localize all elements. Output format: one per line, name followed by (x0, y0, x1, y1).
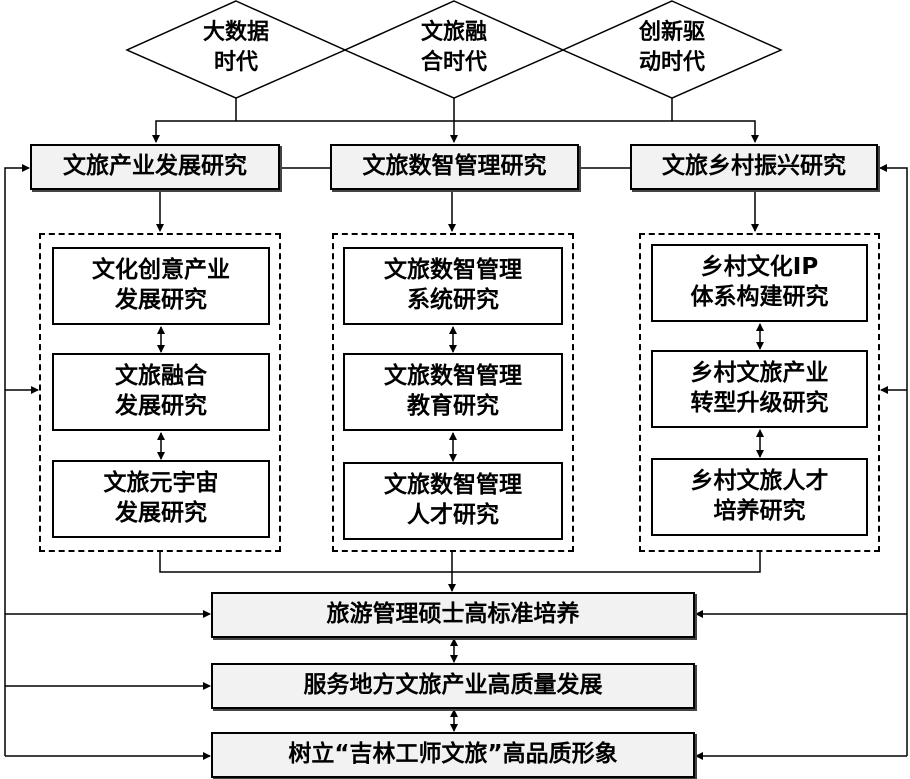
topic-line: 文旅元宇宙 (103, 470, 219, 497)
topic-line: 文旅数智管理 (384, 363, 522, 390)
diamond-line: 动时代 (638, 49, 705, 75)
topic-box: 文旅数智管理系统研究 (343, 247, 563, 325)
research-area-industry: 文旅产业发展研究 (30, 144, 280, 190)
topic-line: 人才研究 (407, 502, 499, 528)
topic-line: 转型升级研究 (690, 390, 829, 416)
topic-line: 发展研究 (115, 287, 207, 313)
diamond-line: 文旅融 (420, 20, 487, 45)
outcome-local-industry: 服务地方文旅产业高质量发展 (211, 663, 695, 709)
topic-line: 培养研究 (713, 498, 806, 524)
topic-line: 体系构建研究 (690, 284, 829, 310)
topic-line: 乡村文旅人才 (690, 468, 829, 495)
research-area-digital: 文旅数智管理研究 (330, 144, 579, 190)
topic-box: 乡村文旅产业转型升级研究 (651, 350, 868, 428)
diamond-era-culture-tourism: 文旅融合时代 (394, 18, 514, 77)
topic-line: 文旅数智管理 (384, 472, 522, 499)
topic-line: 文旅融合 (115, 363, 207, 390)
topic-box: 文旅元宇宙发展研究 (52, 460, 270, 538)
group-digital (332, 233, 574, 552)
topic-line: 发展研究 (115, 393, 207, 419)
topic-line: 乡村文旅产业 (690, 360, 829, 387)
diamond-line: 大数据 (202, 20, 269, 45)
group-rural (639, 233, 880, 552)
topic-box: 乡村文化IP 体系构建研究 (651, 244, 868, 322)
diamond-era-big-data: 大数据时代 (176, 18, 296, 77)
topic-box: 文旅融合发展研究 (52, 353, 270, 431)
topic-line: 文化创意产业 (92, 257, 230, 284)
topic-line: 发展研究 (115, 500, 207, 526)
diamond-line: 创新驱 (638, 20, 705, 45)
topic-box: 文化创意产业发展研究 (52, 247, 270, 325)
topic-line: 文旅数智管理 (384, 257, 522, 284)
outcome-talent-training: 旅游管理硕士高标准培养 (211, 592, 695, 638)
topic-box: 文旅数智管理人才研究 (343, 462, 563, 540)
topic-line: 乡村文化IP (700, 254, 819, 281)
research-area-rural: 文旅乡村振兴研究 (630, 144, 878, 190)
outcome-brand-image: 树立“吉林工师文旅”高品质形象 (211, 732, 695, 778)
group-industry (39, 233, 281, 552)
topic-line: 教育研究 (407, 393, 499, 419)
diamond-era-innovation: 创新驱动时代 (612, 18, 732, 77)
topic-line: 系统研究 (407, 287, 499, 313)
topic-box: 文旅数智管理教育研究 (343, 353, 563, 431)
diamond-line: 合时代 (420, 49, 487, 75)
diamond-line: 时代 (213, 49, 258, 75)
topic-box: 乡村文旅人才培养研究 (651, 458, 868, 536)
